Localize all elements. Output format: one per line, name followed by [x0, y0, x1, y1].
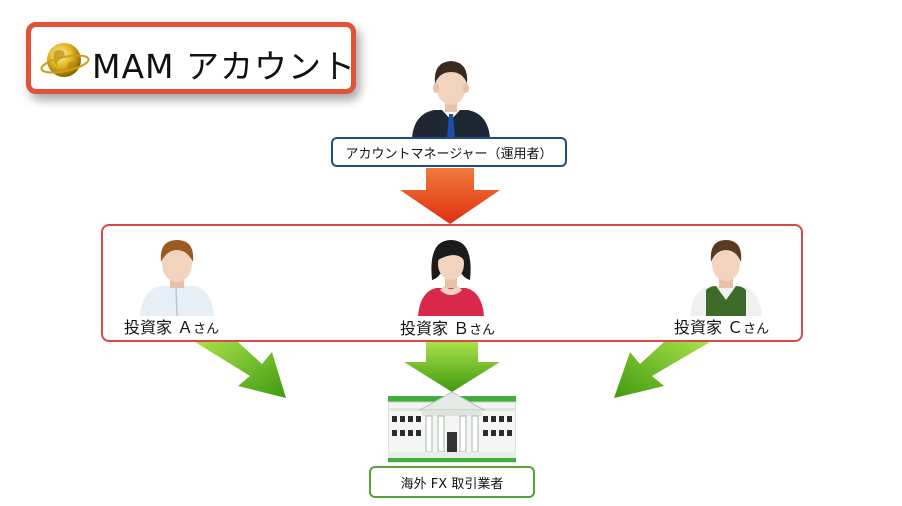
- investors-group: [101, 224, 803, 342]
- green-arrow-b: [404, 342, 500, 392]
- globe-icon: [40, 43, 90, 77]
- broker-building-icon: [388, 392, 516, 463]
- title-badge: [26, 22, 356, 94]
- page-title: MAM アカウント: [92, 47, 357, 86]
- investor-a-person-icon: [140, 240, 214, 316]
- investor-c-person-icon: [690, 240, 762, 316]
- investor-a-suffix: さん: [193, 322, 220, 337]
- account-manager-label: アカウントマネージャー（運用者）: [331, 137, 567, 167]
- investor-a-name: 投資家 Ａ: [124, 318, 194, 337]
- manager-person-icon: [412, 61, 490, 138]
- investor-b-label: 投資家 Ｂさん: [400, 315, 495, 339]
- broker-label: 海外 FX 取引業者: [369, 466, 535, 498]
- investor-c-label: 投資家 Ｃさん: [674, 314, 769, 338]
- investor-a-label: 投資家 Ａさん: [124, 314, 219, 338]
- investor-b-name: 投資家 Ｂ: [400, 319, 470, 338]
- investor-c-suffix: さん: [743, 322, 770, 337]
- investor-b-person-icon: [418, 240, 484, 316]
- green-arrow-a: [195, 342, 286, 398]
- investor-c-name: 投資家 Ｃ: [674, 318, 744, 337]
- investor-b-suffix: さん: [469, 323, 496, 338]
- green-arrow-c: [614, 342, 710, 398]
- red-arrow-down: [400, 168, 500, 224]
